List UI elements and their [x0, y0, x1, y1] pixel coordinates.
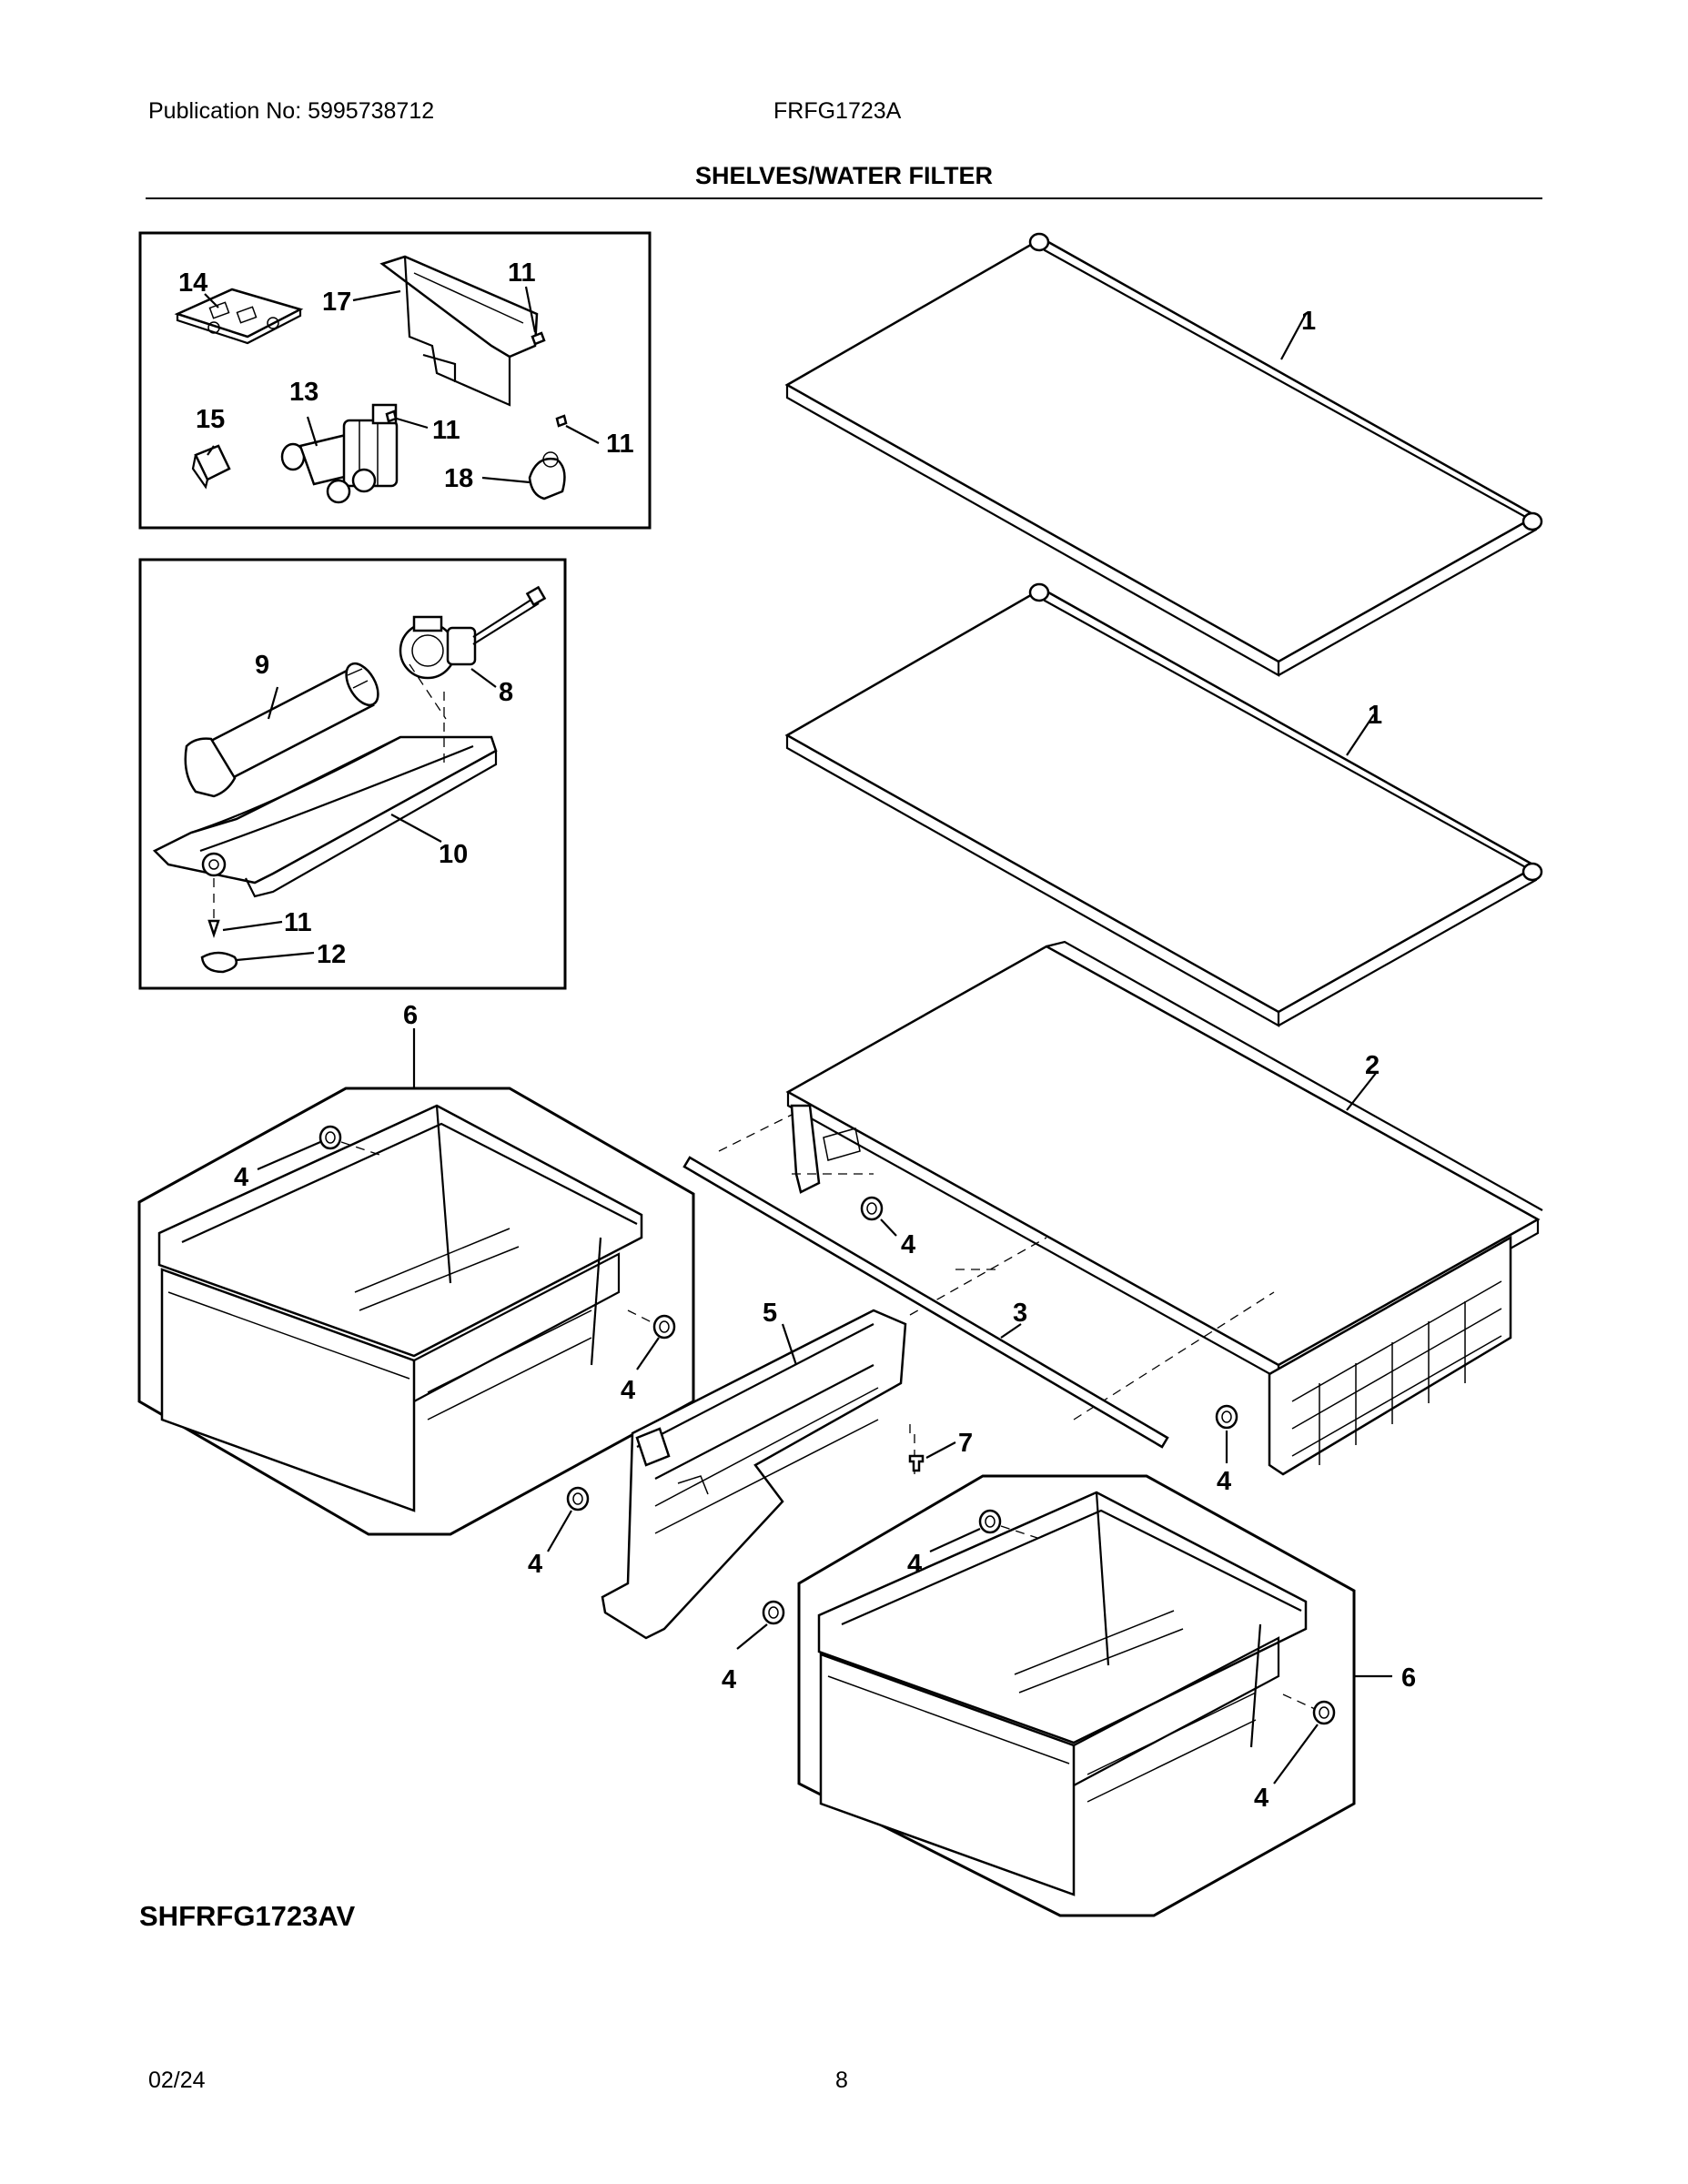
callout-17: 17 [322, 288, 351, 317]
callout-4-b: 4 [621, 1376, 635, 1405]
part-5-crisper-divider [601, 1309, 907, 1640]
part-3-crisper-seal [682, 1156, 1169, 1449]
part-8-filter-head [399, 585, 547, 680]
callout-9: 9 [255, 651, 269, 680]
header-rule [146, 197, 1542, 199]
callout-4-h: 4 [1254, 1784, 1269, 1813]
part-1-glass-shelf-middle [784, 582, 1543, 1027]
part-6-crisper-drawer-left [157, 1104, 643, 1512]
part-4-roller-a [318, 1125, 342, 1150]
callout-11-c: 11 [606, 430, 634, 459]
part-18-clamp [528, 451, 566, 500]
callout-12: 12 [317, 940, 346, 969]
part-4-roller-c [860, 1196, 884, 1221]
part-7-screw [908, 1454, 925, 1472]
publication-number: Publication No: 5995738712 [148, 98, 435, 124]
callout-1-b: 1 [1368, 701, 1382, 730]
callout-10: 10 [439, 840, 468, 869]
callout-4-c: 4 [901, 1230, 915, 1259]
part-14-mount-plate [174, 288, 304, 345]
callout-4-a: 4 [234, 1163, 248, 1192]
callout-11-a: 11 [508, 258, 536, 288]
diagram-code: SHFRFG1723AV [139, 1900, 356, 1932]
part-4-roller-f [1215, 1404, 1238, 1430]
part-4-roller-e [762, 1600, 785, 1625]
part-13-water-valve [280, 403, 399, 504]
callout-18: 18 [444, 464, 473, 493]
part-6-crisper-drawer-right [817, 1491, 1308, 1896]
callout-4-e: 4 [722, 1665, 736, 1694]
callout-8: 8 [499, 678, 513, 707]
callout-13: 13 [289, 378, 318, 407]
part-11-screw-filter [207, 919, 220, 938]
part-1-glass-shelf-top [784, 232, 1543, 677]
part-4-roller-b [652, 1314, 676, 1340]
part-4-roller-h [1312, 1700, 1336, 1725]
part-17-valve-cover [379, 255, 539, 407]
callout-14: 14 [178, 268, 207, 298]
callout-3: 3 [1013, 1299, 1027, 1328]
part-15-connector [191, 444, 231, 490]
page-title: SHELVES/WATER FILTER [694, 162, 993, 189]
model-number: FRFG1723A [773, 98, 902, 124]
part-4-roller-d [566, 1486, 590, 1512]
part-2-crisper-cover-assembly [785, 940, 1543, 1476]
inset-box-filter [138, 558, 567, 990]
screws-11-valve [385, 331, 568, 428]
part-12-washer [200, 951, 238, 974]
part-4-roller-g [978, 1509, 1002, 1534]
callout-11-b: 11 [432, 416, 460, 445]
part-10-filter-housing [152, 735, 498, 898]
callout-7: 7 [958, 1429, 973, 1458]
part-9-water-filter [184, 662, 379, 798]
callout-4-f: 4 [1217, 1467, 1231, 1496]
callout-4-d: 4 [528, 1550, 542, 1579]
footer-date: 02/24 [148, 2068, 206, 2093]
callout-4-g: 4 [907, 1550, 922, 1579]
callout-15: 15 [196, 405, 225, 434]
callout-1-a: 1 [1301, 307, 1316, 336]
page-number: 8 [835, 2068, 848, 2093]
callout-5: 5 [763, 1299, 777, 1328]
callout-6-a: 6 [403, 1001, 418, 1030]
callout-6-b: 6 [1401, 1663, 1416, 1693]
callout-2: 2 [1365, 1051, 1380, 1080]
inset-box-valve [138, 231, 652, 530]
callout-11-d: 11 [284, 908, 312, 937]
